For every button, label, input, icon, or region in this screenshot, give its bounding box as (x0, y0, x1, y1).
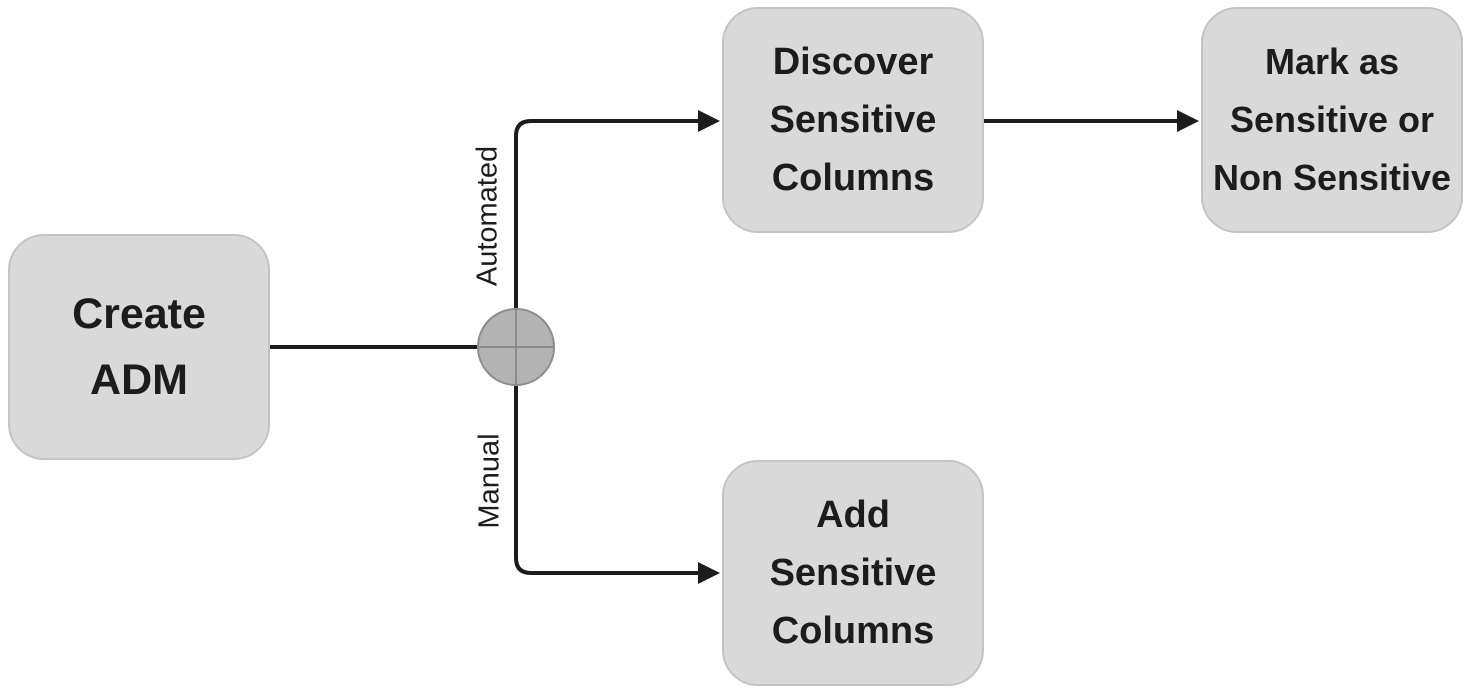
node-create-adm[interactable]: Create ADM (8, 234, 270, 460)
node-mark-line-2: Sensitive or (1229, 99, 1435, 140)
node-add-sensitive-columns[interactable]: Add Sensitive Columns (722, 460, 984, 686)
node-mark-line-3: Non Sensitive (1212, 157, 1452, 198)
arrowhead-to-add (698, 562, 720, 584)
plus-gateway-icon[interactable] (477, 308, 555, 386)
node-add-line-1: Add (816, 494, 890, 536)
node-discover-line-2: Sensitive (769, 99, 937, 141)
node-discover-line-1: Discover (772, 41, 934, 83)
node-create-adm-line-2: ADM (90, 356, 188, 404)
connector-manual-branch (514, 386, 706, 575)
node-mark-line-1: Mark as (1264, 41, 1400, 82)
node-create-adm-line-1: Create (72, 290, 206, 338)
edge-label-automated: Automated (471, 145, 504, 287)
node-add-line-2: Sensitive (769, 552, 937, 594)
node-discover-line-3: Columns (771, 157, 935, 199)
node-add-line-3: Columns (771, 610, 935, 652)
arrowhead-to-discover (698, 110, 720, 132)
arrowhead-to-mark (1177, 110, 1199, 132)
edge-label-manual: Manual (473, 433, 506, 529)
node-mark-as-sensitive[interactable]: Mark as Sensitive or Non Sensitive (1201, 7, 1463, 233)
node-discover-sensitive-columns[interactable]: Discover Sensitive Columns (722, 7, 984, 233)
connector-automated-branch (514, 119, 706, 308)
